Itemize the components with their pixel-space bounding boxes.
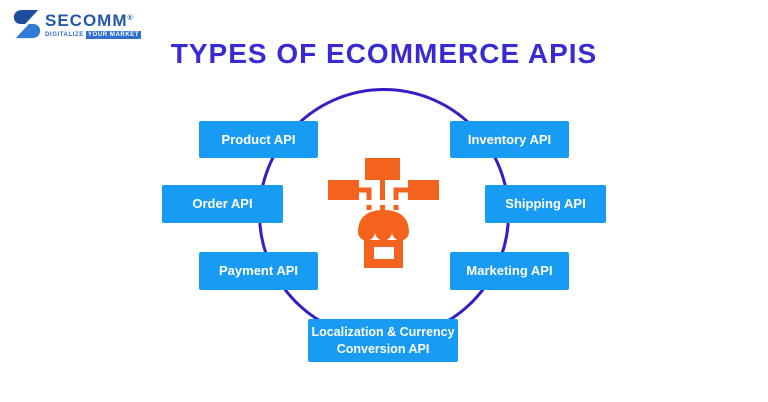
registered-mark: ® (127, 15, 133, 22)
page-title: TYPES OF ECOMMERCE APIS (170, 38, 598, 69)
node-label: Inventory API (467, 131, 552, 147)
node-label: Order API (192, 196, 253, 212)
node-marketing-api: Marketing API (450, 252, 569, 290)
tagline-your-market: YOUR MARKET (85, 31, 142, 40)
brand-name: SECOMM® (45, 11, 133, 30)
node-order-api: Order API (162, 185, 283, 223)
node-localization-currency-conversion-api: Localization & Currency Conversion API (308, 319, 458, 362)
node-label: Payment API (219, 263, 298, 279)
node-label: Product API (221, 131, 296, 147)
node-label: Shipping API (505, 196, 586, 212)
secomm-logo: SECOMM® DIGITALIZE YOUR MARKET (12, 9, 142, 40)
node-label-line1: Localization & Currency (311, 324, 455, 339)
node-product-api: Product API (199, 121, 318, 158)
node-label: Marketing API (466, 263, 553, 279)
node-label-line2: Conversion API (336, 341, 430, 356)
tagline-digitalize: DIGITALIZE (45, 31, 84, 38)
node-payment-api: Payment API (199, 252, 318, 290)
node-shipping-api: Shipping API (485, 185, 606, 223)
store-api-icon (328, 158, 439, 268)
secomm-logo-text: SECOMM® DIGITALIZE YOUR MARKET (45, 11, 142, 40)
brand-tagline: DIGITALIZE YOUR MARKET (45, 31, 142, 40)
secomm-logo-icon (13, 9, 41, 39)
node-inventory-api: Inventory API (450, 121, 569, 158)
